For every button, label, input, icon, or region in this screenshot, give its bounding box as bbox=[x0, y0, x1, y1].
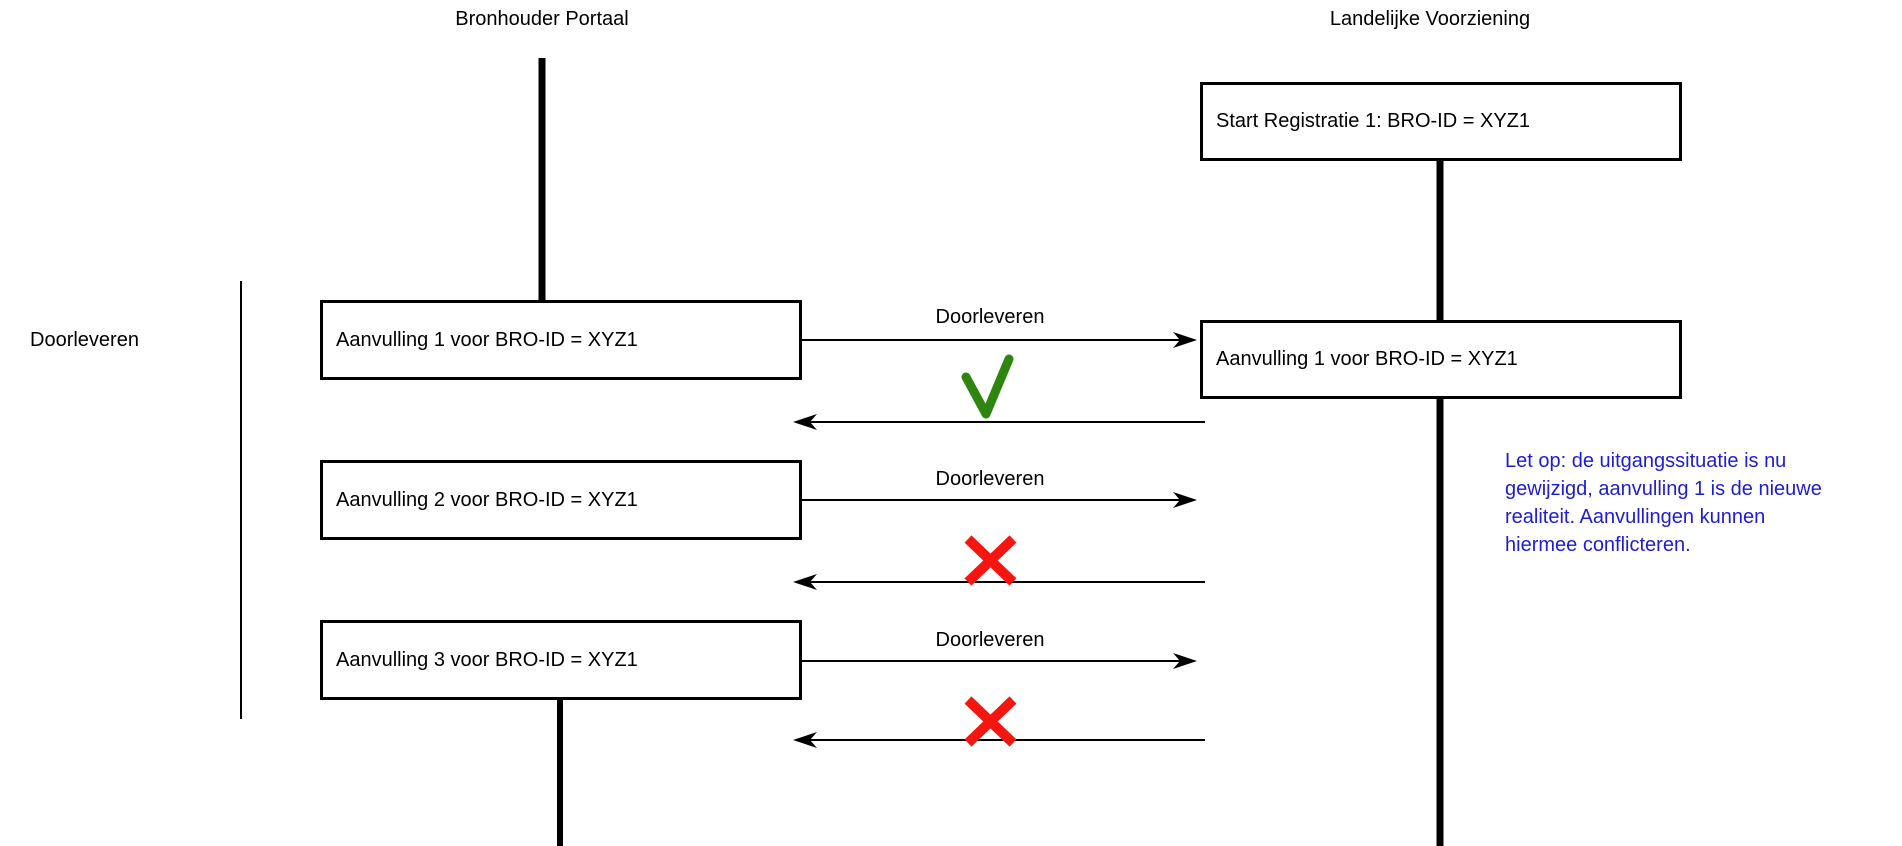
aanvulling-1-box: Aanvulling 1 voor BRO-ID = XYZ1 bbox=[320, 300, 802, 380]
lv-aanvulling-1-label: Aanvulling 1 voor BRO-ID = XYZ1 bbox=[1216, 348, 1518, 370]
response-arrow-2-head bbox=[793, 574, 817, 590]
lane-title-landelijke-voorziening: Landelijke Voorziening bbox=[1329, 8, 1531, 30]
doorleveren-arrow-2-label: Doorleveren bbox=[935, 468, 1045, 490]
doorleveren-bracket-label: Doorleveren bbox=[30, 329, 139, 351]
doorleveren-arrow-3-label: Doorleveren bbox=[935, 629, 1045, 651]
lv-start-registratie-label: Start Registratie 1: BRO-ID = XYZ1 bbox=[1216, 110, 1530, 132]
response-arrow-1-head bbox=[793, 414, 817, 430]
cross-icon-row2-stroke2 bbox=[964, 535, 1017, 586]
aanvulling-2-label: Aanvulling 2 voor BRO-ID = XYZ1 bbox=[336, 488, 638, 511]
lv-aanvulling-1-box: Aanvulling 1 voor BRO-ID = XYZ1 bbox=[1200, 320, 1682, 399]
lv-start-registratie-box: Start Registratie 1: BRO-ID = XYZ1 bbox=[1200, 82, 1682, 161]
lane-title-bronhouder-portaal: Bronhouder Portaal bbox=[455, 8, 629, 30]
aanvulling-1-label: Aanvulling 1 voor BRO-ID = XYZ1 bbox=[336, 328, 638, 351]
doorleveren-arrow-1-label: Doorleveren bbox=[935, 306, 1045, 328]
response-arrow-3-head bbox=[793, 732, 817, 748]
doorleveren-arrow-3-head bbox=[1173, 653, 1197, 669]
cross-icon-row3-stroke2 bbox=[964, 696, 1017, 747]
doorleveren-arrow-2-head bbox=[1173, 492, 1197, 508]
aanvulling-3-box: Aanvulling 3 voor BRO-ID = XYZ1 bbox=[320, 620, 802, 700]
doorleveren-arrow-1-head bbox=[1173, 332, 1197, 348]
checkmark-icon bbox=[961, 354, 1014, 419]
aanvulling-2-box: Aanvulling 2 voor BRO-ID = XYZ1 bbox=[320, 460, 802, 540]
aanvulling-3-label: Aanvulling 3 voor BRO-ID = XYZ1 bbox=[336, 648, 638, 671]
